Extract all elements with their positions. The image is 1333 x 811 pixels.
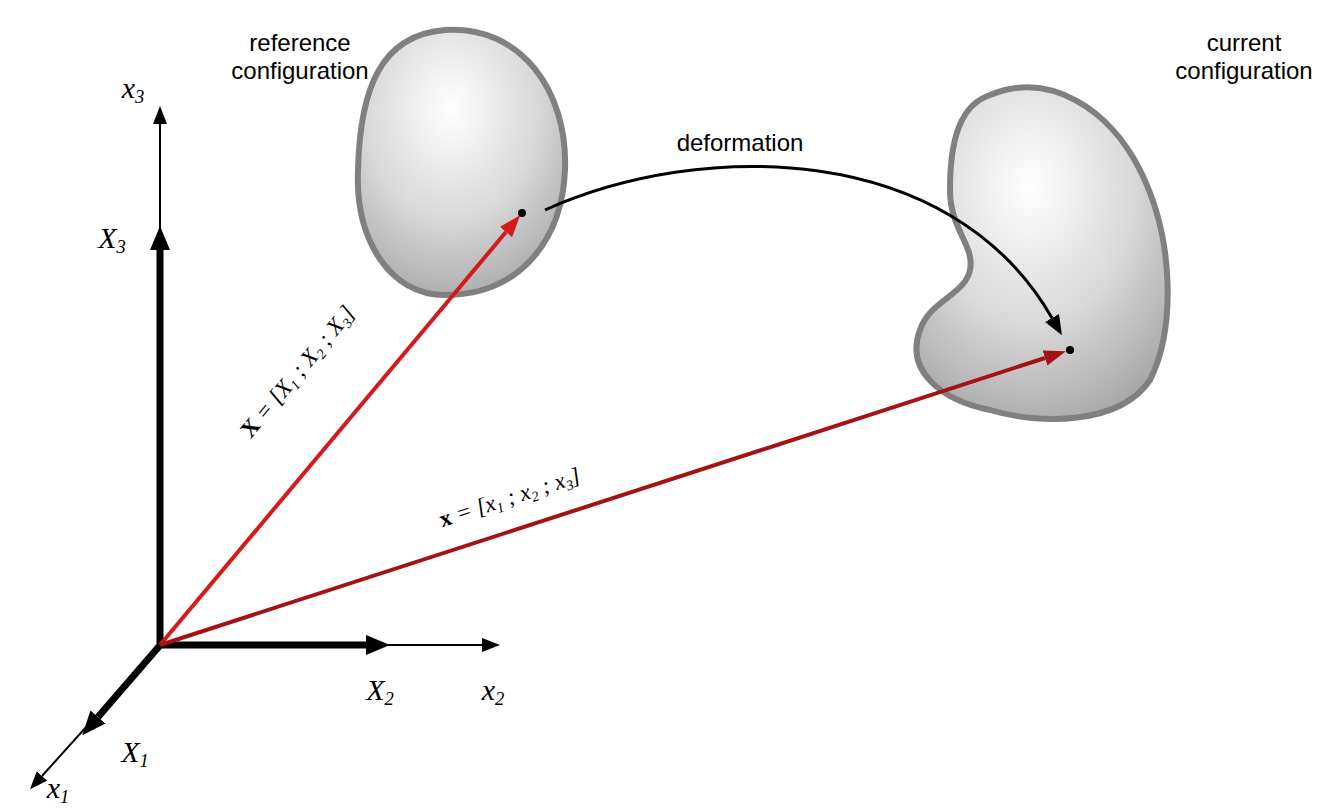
- configuration-label: reference configuration: [215, 29, 385, 84]
- configuration-label: current configuration: [1159, 29, 1329, 84]
- material-point: [1066, 346, 1074, 354]
- reference-body: [358, 30, 565, 295]
- deformation-arrow: [545, 166, 1052, 318]
- axis-label: x2: [482, 673, 505, 708]
- current-position-vector: [160, 358, 1045, 645]
- axis-label: x3: [122, 71, 145, 106]
- axis-X3: [157, 250, 164, 648]
- deformation-label: deformation: [674, 129, 807, 157]
- current-body: [916, 87, 1167, 419]
- axis-X2: [157, 642, 366, 649]
- axis-label: X1: [121, 735, 149, 770]
- axis-label: x1: [47, 771, 70, 806]
- axis-label: X3: [98, 221, 126, 256]
- reference-position-vector: [160, 232, 506, 645]
- axis-X1: [98, 643, 162, 717]
- vector-label: X = [X1 ; X2 ; X3]: [234, 299, 362, 444]
- material-point: [518, 209, 526, 217]
- vector-label: x = [x1 ; x2 ; x3]: [434, 462, 586, 534]
- axis-label: X2: [366, 673, 394, 708]
